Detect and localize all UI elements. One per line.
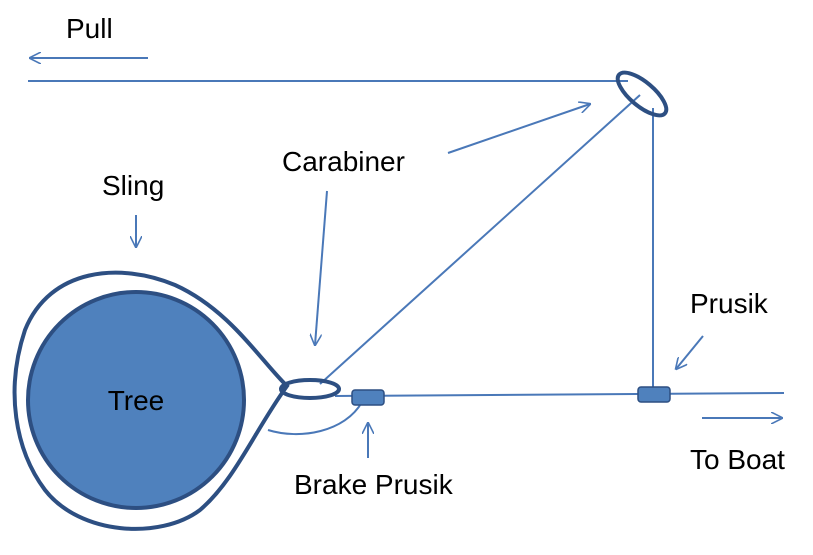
anchor-carabiner — [279, 378, 341, 400]
sling-label: Sling — [102, 170, 164, 201]
carabiner-arrow-lower — [315, 190, 328, 345]
tail-rope — [267, 401, 363, 436]
brake-prusik-label: Brake Prusik — [294, 469, 454, 500]
to-boat-label: To Boat — [690, 444, 785, 475]
brake-prusik-knot — [351, 389, 385, 406]
diagonal-rope — [319, 94, 641, 385]
sling — [12, 270, 290, 531]
prusik-knot — [637, 386, 671, 403]
prusik-arrow — [676, 335, 704, 369]
pulley-carabiner — [615, 70, 669, 118]
prusik-label: Prusik — [690, 288, 769, 319]
carabiner-arrow-upper — [447, 104, 590, 154]
tree-label: Tree — [108, 385, 165, 416]
main-rope — [334, 392, 785, 397]
tree-circle — [26, 290, 246, 510]
pull-label: Pull — [66, 13, 113, 44]
carabiner-label: Carabiner — [282, 146, 405, 177]
